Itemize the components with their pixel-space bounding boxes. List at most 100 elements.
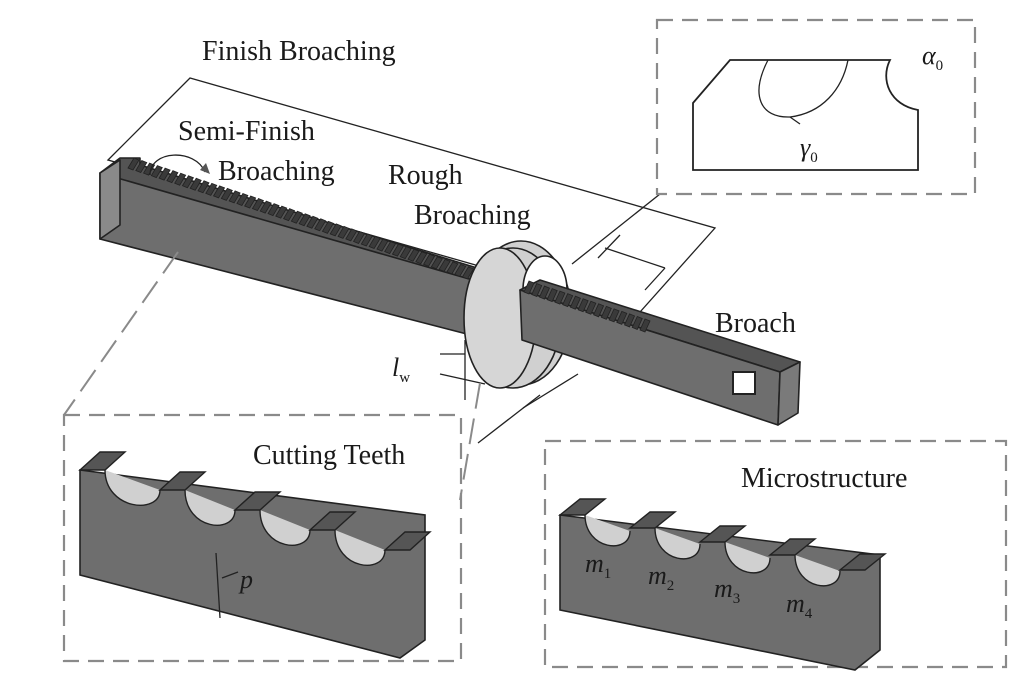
teeth-inset-leader-left — [63, 251, 179, 416]
cutting-tooth — [430, 256, 443, 270]
cutting-tooth — [314, 218, 327, 232]
lw-dimension: lw — [392, 340, 486, 400]
rough-tooth — [523, 280, 535, 295]
rough-label-line1: Rough — [388, 160, 463, 191]
finish-broaching-label: Finish Broaching — [202, 36, 396, 67]
microstructure-groove — [794, 554, 841, 587]
cutting-tooth — [236, 192, 249, 206]
cutting-teeth-inset: p Cutting Teeth — [62, 413, 463, 663]
alpha-label: α0 — [922, 41, 943, 74]
cutting-tooth — [438, 258, 451, 272]
cutting-tooth — [220, 187, 233, 201]
rough-label-line2: Broaching — [414, 200, 531, 231]
cutting-tooth — [205, 182, 218, 196]
cutting-tooth — [337, 225, 350, 239]
rough-tooth — [616, 310, 628, 325]
rough-tooth — [569, 295, 581, 310]
cutting-teeth-label: Cutting Teeth — [253, 440, 405, 471]
cutting-tooth — [127, 157, 140, 171]
cutting-tooth — [454, 263, 467, 277]
cutting-tooth — [150, 165, 163, 179]
cutting-tooth — [259, 200, 272, 214]
m1-label: m1 — [585, 549, 611, 582]
tooth-profile-inset: α0 γ0 — [655, 18, 977, 196]
gamma-leader — [789, 116, 801, 125]
m4-label: m4 — [786, 589, 813, 622]
microstructure-groove — [584, 514, 631, 547]
rough-teeth-row — [523, 280, 651, 333]
cutting-tooth — [267, 203, 280, 217]
tooth-gullet — [104, 469, 161, 506]
shank-slot — [732, 371, 756, 395]
cutting-tooth — [446, 261, 459, 275]
cutting-tooth — [360, 233, 373, 247]
cutting-tooth — [181, 175, 195, 189]
tooth-gullet — [259, 509, 311, 546]
cutting-teeth-inset-frame — [62, 413, 463, 663]
semi-finish-label-line2: Broaching — [218, 156, 335, 187]
guide-lines — [477, 234, 666, 444]
tooth-gullet — [334, 529, 386, 566]
microstructure-block — [558, 498, 887, 671]
cutting-tooth — [329, 223, 342, 237]
microstructure-inset-frame — [543, 439, 1008, 669]
cutting-tooth — [282, 208, 296, 222]
curved-arrow-head — [200, 163, 210, 174]
m2-label: m2 — [648, 561, 674, 594]
rough-tooth — [585, 300, 597, 315]
cutting-tooth — [135, 160, 148, 174]
broach-shank — [519, 279, 801, 426]
rough-tooth — [600, 305, 612, 320]
cutting-tooth — [174, 172, 187, 186]
cutting-tooth — [415, 251, 428, 265]
profile-inset-frame — [655, 18, 977, 196]
micro-top-land — [558, 498, 607, 516]
cutting-tooth — [251, 198, 265, 212]
cutting-tooth — [422, 253, 436, 267]
cutting-tooth — [399, 246, 412, 260]
microstructure-label: Microstructure — [741, 463, 907, 494]
cutting-tooth — [352, 230, 366, 244]
semi-finish-label-line1: Semi-Finish — [178, 116, 315, 147]
cutting-tooth — [212, 185, 226, 199]
cutting-teeth-block — [78, 451, 432, 659]
rough-tooth — [531, 283, 543, 298]
curved-arrow-icon — [149, 154, 206, 176]
microstructure-inset: Microstructure m1 m2 m3 m4 — [543, 439, 1008, 671]
cutting-tooth — [189, 177, 202, 191]
lw-label: lw — [392, 353, 410, 386]
micro-top-land — [628, 511, 677, 529]
cutting-tooth — [306, 215, 319, 229]
tooth-profile-outline — [692, 59, 919, 171]
microstructure-groove — [724, 541, 771, 574]
tooth-top-land — [308, 511, 357, 531]
micro-top-land — [768, 538, 817, 556]
cutting-tooth — [298, 213, 311, 227]
profile-leader-line — [571, 193, 661, 265]
shank-end-face — [777, 361, 801, 426]
cutting-tooth — [391, 243, 405, 257]
cutting-tooth — [345, 228, 358, 242]
tooth-top-land — [158, 471, 207, 491]
rough-tooth — [562, 293, 574, 308]
tooth-top-land — [233, 491, 282, 511]
cutting-tooth — [197, 180, 210, 194]
pitch-label: p — [238, 565, 253, 594]
rough-tooth — [577, 298, 589, 313]
tooth-top-land — [383, 531, 432, 551]
micro-top-land — [838, 553, 887, 571]
cutting-tooth — [407, 248, 420, 262]
microstructure-groove — [654, 527, 701, 560]
cutting-tooth — [275, 205, 288, 219]
tooth-top-land — [78, 451, 127, 471]
rough-tooth — [546, 288, 558, 303]
cutting-tooth — [166, 170, 179, 184]
m3-label: m3 — [714, 574, 740, 607]
cutting-tooth — [384, 241, 397, 255]
cutting-tooth — [158, 167, 171, 181]
rough-tooth — [639, 318, 651, 333]
cutting-tooth — [368, 236, 381, 250]
rough-tooth — [631, 315, 643, 330]
micro-top-land — [698, 525, 747, 543]
teeth-inset-leader-right — [459, 382, 481, 501]
